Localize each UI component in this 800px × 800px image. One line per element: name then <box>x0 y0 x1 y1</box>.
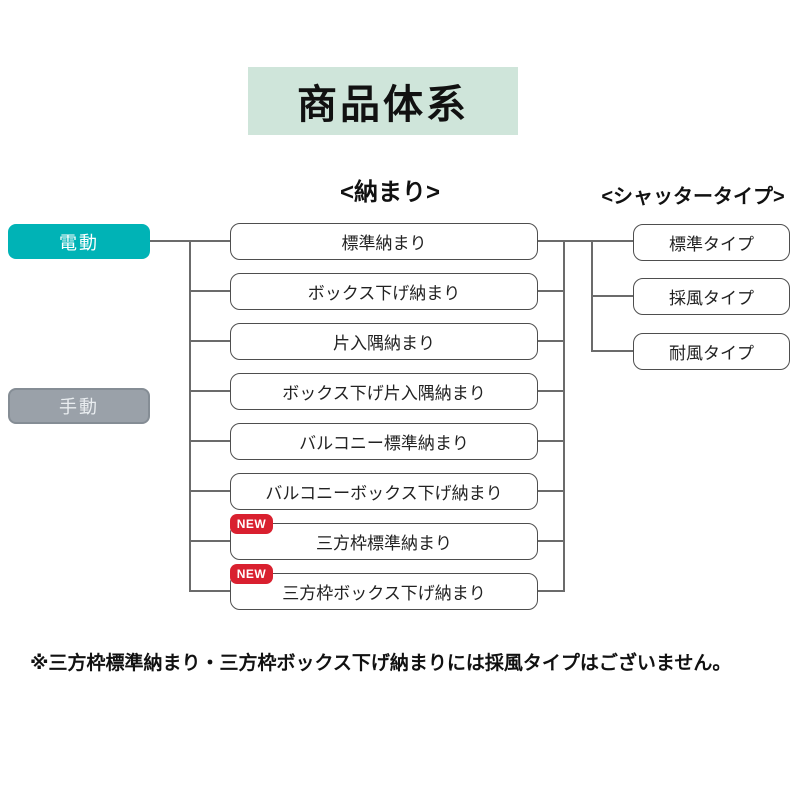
page-title-label: 商品体系 <box>297 83 469 127</box>
node-electric: 電動 <box>8 224 150 259</box>
new-badge: NEW <box>230 564 273 584</box>
node-electric-label: 電動 <box>59 232 99 253</box>
node-osamari-one-side-corner: 片入隅納まり <box>230 323 538 360</box>
node-label: 標準タイプ <box>669 235 754 254</box>
node-type-ventilation: 採風タイプ <box>633 278 790 315</box>
node-label: ボックス下げ片入隅納まり <box>282 384 486 403</box>
connector-line <box>591 350 633 352</box>
connector-line <box>189 240 191 592</box>
connector-line <box>537 290 565 292</box>
connector-line <box>537 540 565 542</box>
node-label: 三方枠標準納まり <box>316 534 452 553</box>
connector-line <box>537 240 633 242</box>
column-header-osamari: <納まり> <box>339 179 441 206</box>
node-osamari-balcony-box-lowered: バルコニーボックス下げ納まり <box>230 473 538 510</box>
node-manual: 手動 <box>8 388 150 424</box>
node-osamari-box-lowered-one-side-corner: ボックス下げ片入隅納まり <box>230 373 538 410</box>
node-label: 片入隅納まり <box>333 334 435 353</box>
connector-line <box>537 590 565 592</box>
connector-line <box>189 390 231 392</box>
node-label: バルコニー標準納まり <box>299 434 469 453</box>
node-type-wind-resistant: 耐風タイプ <box>633 333 790 370</box>
connector-line <box>189 340 231 342</box>
node-type-standard: 標準タイプ <box>633 224 790 261</box>
node-osamari-box-lowered: ボックス下げ納まり <box>230 273 538 310</box>
connector-line <box>537 390 565 392</box>
connector-line <box>537 340 565 342</box>
footnote: ※三方枠標準納まり・三方枠ボックス下げ納まりには採風タイプはございません。 <box>30 653 732 674</box>
column-header-shutter-type: <シャッタータイプ> <box>601 186 785 208</box>
node-label: 標準納まり <box>341 234 427 253</box>
node-label: ボックス下げ納まり <box>307 284 461 303</box>
node-label: バルコニーボックス下げ納まり <box>265 484 503 503</box>
connector-line <box>537 440 565 442</box>
connector-line <box>189 540 231 542</box>
node-osamari-standard: 標準納まり <box>230 223 538 260</box>
connector-line <box>189 440 231 442</box>
node-osamari-three-side-frame-standard: NEW 三方枠標準納まり <box>230 514 538 560</box>
new-badge: NEW <box>230 514 273 534</box>
connector-line <box>563 240 565 592</box>
connector-line <box>189 290 231 292</box>
node-osamari-balcony-standard: バルコニー標準納まり <box>230 423 538 460</box>
node-label: 三方枠ボックス下げ納まり <box>282 584 486 603</box>
connector-line <box>591 295 633 297</box>
node-label: 耐風タイプ <box>669 344 754 363</box>
connector-line <box>189 590 231 592</box>
connector-line <box>537 490 565 492</box>
page-title: 商品体系 <box>248 67 518 135</box>
node-manual-label: 手動 <box>59 397 99 417</box>
node-label: 採風タイプ <box>669 289 754 308</box>
connector-line <box>189 490 231 492</box>
node-osamari-three-side-frame-box-lowered: NEW 三方枠ボックス下げ納まり <box>230 564 538 610</box>
